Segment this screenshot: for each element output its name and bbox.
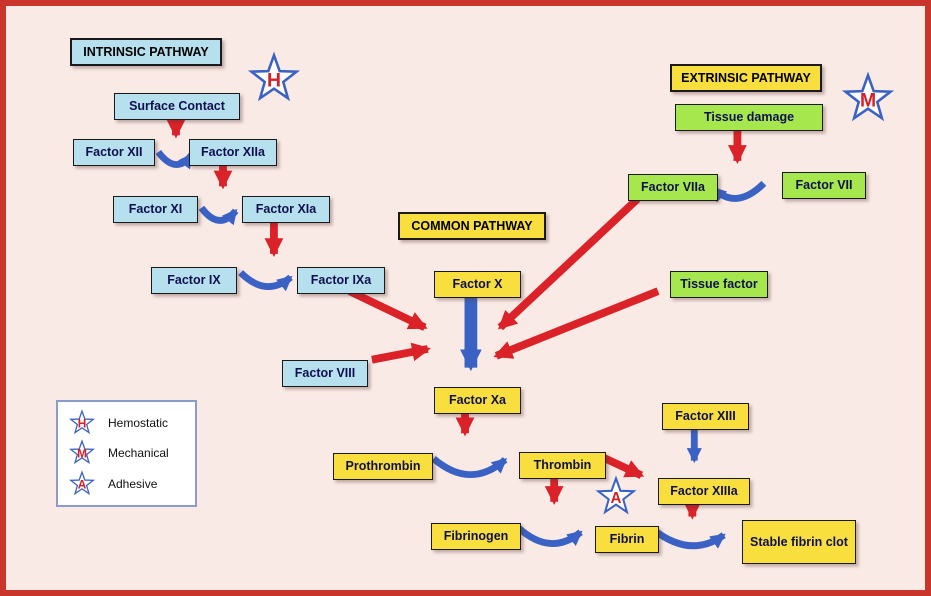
legend-label-hemostatic: Hemostatic [108, 416, 169, 431]
legend-item-mechanical: M Mechanical [68, 439, 185, 467]
star-shape [595, 475, 637, 515]
arrow-factor-viia-to-common [497, 196, 641, 331]
node-factor-ixa: Factor IXa [297, 267, 385, 294]
arrow-thrombin-to-factor-xiiia [597, 452, 645, 479]
node-fibrin: Fibrin [595, 526, 659, 553]
node-factor-viia: Factor VIIa [628, 174, 718, 201]
arrow-tissue-factor-to-common [493, 287, 660, 360]
star-shape [247, 51, 301, 102]
node-fibrinogen: Fibrinogen [431, 523, 521, 550]
star-letter-m: M [860, 90, 876, 112]
curve-prothrombin-to-thrombin [431, 456, 508, 479]
legend-label-adhesive: Adhesive [108, 476, 158, 491]
extrinsic-pathway-title: EXTRINSIC PATHWAY [670, 64, 822, 92]
node-factor-ix: Factor IX [151, 267, 237, 294]
node-factor-xi: Factor XI [113, 196, 198, 223]
node-factor-xa: Factor Xa [434, 387, 521, 414]
node-stable-fibrin-clot: Stable fibrin clot [742, 520, 856, 564]
node-surface-contact: Surface Contact [114, 93, 240, 120]
star-letter-h: H [267, 70, 281, 92]
node-factor-x: Factor X [434, 271, 521, 298]
node-factor-viii: Factor VIII [282, 360, 368, 387]
curve-ix-to-ixa [238, 270, 293, 292]
curve-xii-to-xiia [155, 149, 195, 170]
hemostatic-star-icon: H [68, 409, 96, 435]
star-letter-a: A [611, 490, 622, 507]
node-factor-xiia: Factor XIIa [189, 139, 277, 166]
node-factor-xiiia: Factor XIIIa [658, 478, 750, 505]
legend: H Hemostatic M Mechanical A Adhesive [56, 400, 197, 507]
node-factor-xii: Factor XII [73, 139, 155, 166]
legend-star-letter: H [78, 416, 87, 430]
curve-xi-to-xia [198, 205, 239, 226]
mechanical-star-icon: M [841, 71, 895, 122]
adhesive-star-icon: A [595, 475, 637, 515]
intrinsic-pathway-title: INTRINSIC PATHWAY [70, 38, 222, 66]
node-thrombin: Thrombin [519, 452, 606, 479]
node-factor-vii: Factor VII [782, 172, 866, 199]
curve-fibrin-to-stable-clot [652, 527, 726, 550]
adhesive-star-icon: A [68, 470, 96, 495]
curve-fibrinogen-to-fibrin [516, 525, 583, 547]
legend-star-letter: A [78, 477, 87, 491]
node-prothrombin: Prothrombin [333, 453, 433, 480]
node-tissue-factor: Tissue factor [670, 271, 768, 298]
legend-item-hemostatic: H Hemostatic [68, 409, 185, 437]
mechanical-star-icon: M [68, 439, 96, 465]
curve-vii-to-viia [710, 180, 767, 203]
star-shape [841, 71, 895, 122]
star-shape [68, 470, 96, 495]
hemostatic-star-icon: H [247, 51, 301, 102]
node-factor-xia: Factor XIa [242, 196, 330, 223]
legend-star-letter: M [77, 447, 87, 461]
star-shape [68, 439, 96, 465]
arrow-factor-ixa-to-common [347, 287, 428, 331]
node-factor-xiii: Factor XIII [662, 403, 749, 430]
node-tissue-damage: Tissue damage [675, 104, 823, 131]
common-pathway-title: COMMON PATHWAY [398, 212, 546, 240]
legend-item-adhesive: A Adhesive [68, 470, 185, 498]
arrow-factor-viii-to-common [371, 342, 431, 364]
star-shape [68, 409, 96, 435]
legend-label-mechanical: Mechanical [108, 446, 169, 461]
